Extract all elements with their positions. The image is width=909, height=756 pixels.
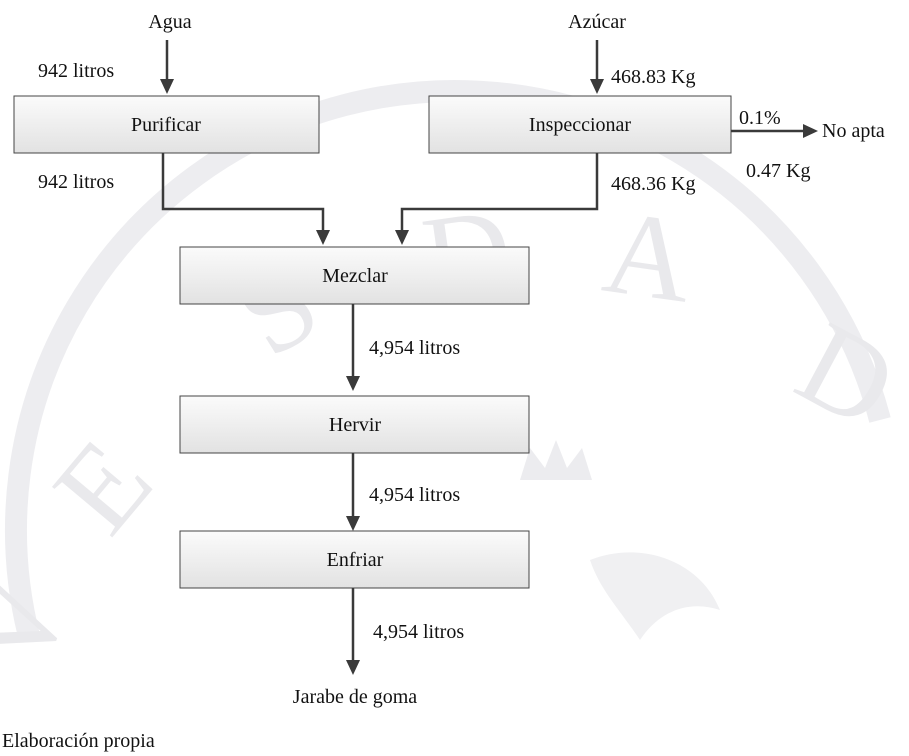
reject-label: No apta [822,120,885,142]
reject-percent: 0.1% [739,107,781,129]
final-product-label: Jarabe de goma [293,686,418,708]
sugar-input-arrow [590,40,604,94]
cool-box: Enfriar [179,530,530,589]
purified-amount: 942 litros [38,171,114,193]
inspect-box: Inspeccionar [428,95,732,154]
reject-arrow [731,124,818,138]
boil-box: Hervir [179,395,530,454]
sugar-input-label: Azúcar [568,11,626,33]
inspect-to-mix-arrow [395,153,599,245]
watermark-arc [5,80,891,643]
reject-amount: 0.47 Kg [746,160,810,182]
watermark-letter: V [0,562,94,689]
cool-to-product-arrow [346,588,360,675]
purify-label: Purificar [131,114,201,136]
cool-out-amount: 4,954 litros [373,621,464,643]
source-note: Elaboración propia [2,730,155,752]
inspect-label: Inspeccionar [529,114,632,136]
purify-box: Purificar [13,95,320,154]
purify-to-mix-arrow [161,153,330,245]
mix-box: Mezclar [179,246,530,305]
boil-label: Hervir [329,414,382,436]
boil-out-amount: 4,954 litros [369,484,460,506]
mix-out-amount: 4,954 litros [369,337,460,359]
cool-label: Enfriar [327,549,384,571]
watermark-letter: E [28,415,177,557]
water-input-label: Agua [148,11,191,33]
water-in-amount: 942 litros [38,60,114,82]
watermark-crown [520,440,592,480]
mix-label: Mezclar [322,265,388,287]
watermark-letter: A [596,184,700,328]
mix-to-boil-arrow [346,304,360,391]
watermark-eagle [590,552,720,640]
sugar-in-amount: 468.83 Kg [611,66,695,88]
inspected-amount: 468.36 Kg [611,173,695,195]
water-input-arrow [160,40,174,94]
boil-to-cool-arrow [346,453,360,531]
watermark-letter: D [778,296,909,454]
